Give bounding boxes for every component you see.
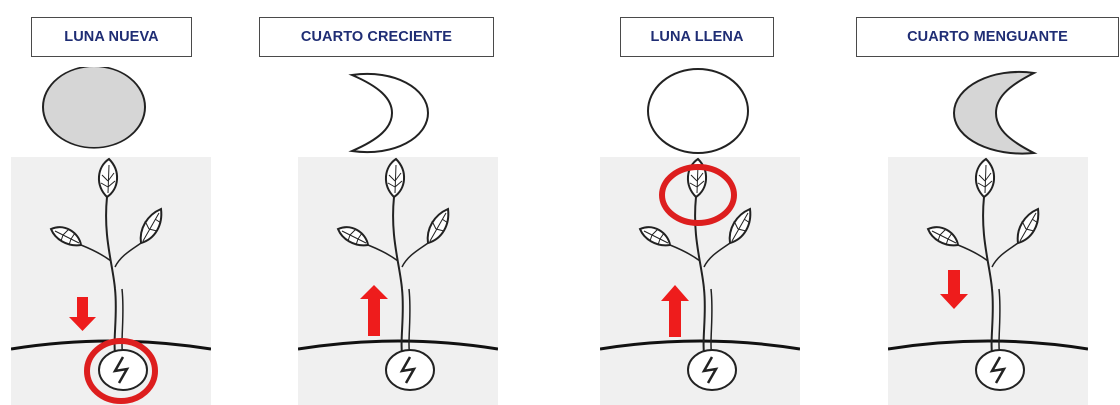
upward-arrow-icon [360, 285, 388, 299]
new-moon-icon [42, 67, 146, 149]
full-moon-icon [647, 68, 749, 154]
phase-label-waxing-crescent: CUARTO CRECIENTE [259, 17, 494, 57]
plant-panel-new-moon [11, 157, 211, 405]
phase-label-waning-crescent: CUARTO MENGUANTE [856, 17, 1119, 57]
plant-panel-waning-crescent [888, 157, 1088, 405]
soil-line [298, 339, 498, 351]
plant-panel-full-moon [600, 157, 800, 405]
upward-arrow-icon [661, 285, 689, 301]
waning-crescent-moon-icon [952, 70, 1038, 155]
soil-line [888, 339, 1088, 351]
downward-arrow-icon [69, 317, 96, 331]
phase-label-new-moon: LUNA NUEVA [31, 17, 192, 57]
top-leaf [385, 157, 405, 199]
highlight-ring [659, 164, 737, 226]
waxing-crescent-moon-icon [348, 72, 430, 154]
top-leaf [975, 157, 995, 199]
downward-arrow-icon [940, 294, 968, 309]
phase-label-full-moon: LUNA LLENA [620, 17, 774, 57]
highlight-ring [84, 338, 158, 404]
top-leaf [98, 157, 118, 199]
plant-panel-waxing-crescent [298, 157, 498, 405]
soil-line [600, 339, 800, 351]
